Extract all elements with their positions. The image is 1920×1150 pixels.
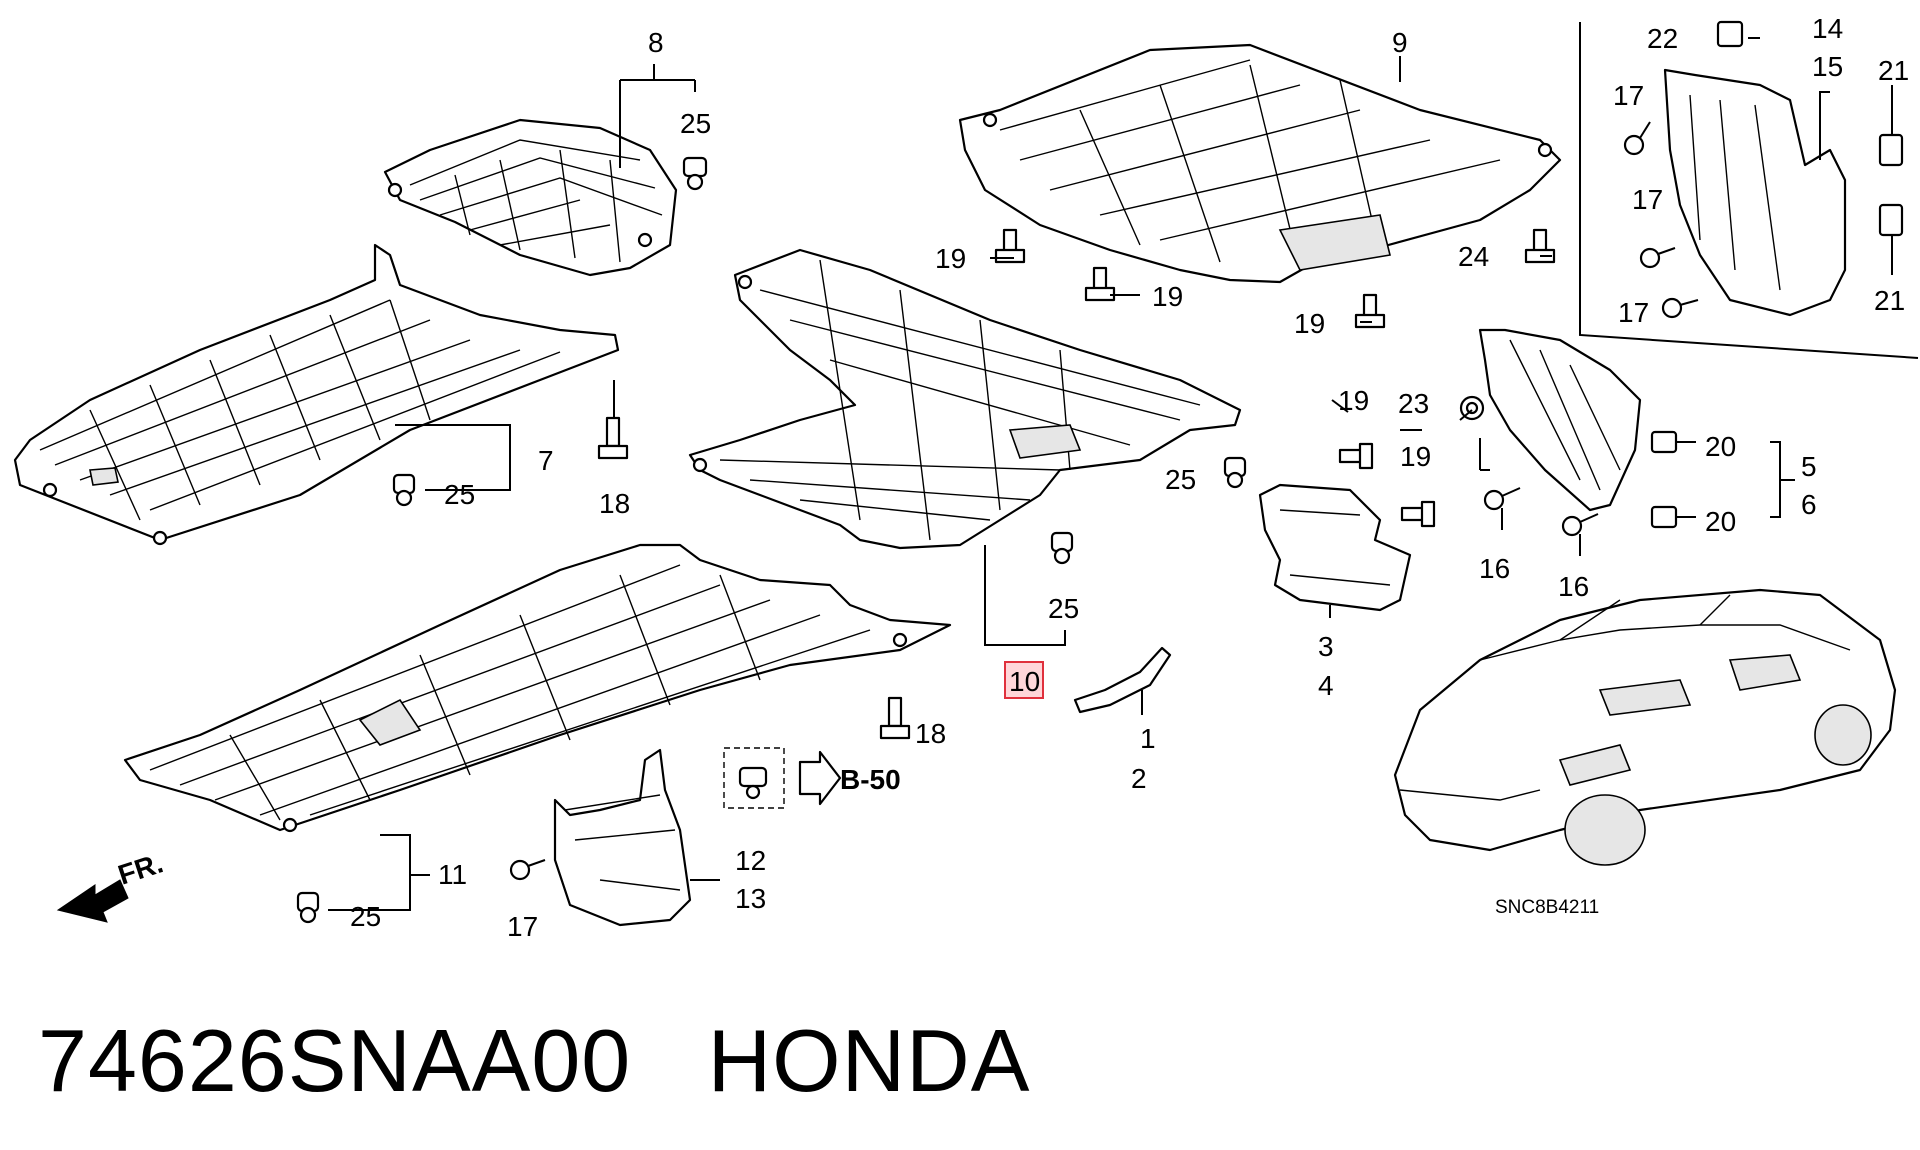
callout-19c: 19 [1294, 308, 1325, 339]
screw-17-c [1661, 297, 1699, 319]
clip-22 [1716, 20, 1744, 48]
screw-16-b [1561, 513, 1599, 537]
callout-19e: 19 [1400, 441, 1431, 472]
callout-21a: 21 [1878, 55, 1909, 86]
brand-name: HONDA [707, 1011, 1031, 1110]
callout-19b: 19 [1152, 281, 1183, 312]
callout-14: 14 [1812, 13, 1843, 44]
callout-13: 13 [735, 883, 766, 914]
b50-clip [723, 747, 785, 809]
clip-25-bottom [296, 891, 320, 924]
screw-17-d [509, 859, 546, 881]
callout-18a: 18 [599, 488, 630, 519]
screw-17-b [1639, 247, 1676, 269]
callout-17c: 17 [1618, 297, 1649, 328]
callout-25a: 25 [680, 108, 711, 139]
callout-25d: 25 [1048, 593, 1079, 624]
callout-22: 22 [1647, 23, 1678, 54]
callout-5: 5 [1801, 451, 1817, 482]
clip-25-center [1050, 531, 1074, 565]
callout-3: 3 [1318, 631, 1334, 662]
clip-25-top [682, 156, 708, 191]
callout-8: 8 [648, 27, 664, 58]
parts-diagram: 1 2 3 4 5 6 7 8 9 10 11 12 13 14 15 16 1… [13, 13, 1919, 942]
part-caption: 74626SNAA00 HONDA [38, 1010, 1030, 1112]
clip-20-b [1650, 505, 1678, 529]
part-8-cover [383, 118, 678, 277]
callout-7: 7 [538, 445, 554, 476]
callout-12: 12 [735, 845, 766, 876]
callout-10: 10 [1009, 666, 1040, 697]
callout-16b: 16 [1558, 571, 1589, 602]
callout-10-highlight [1004, 661, 1044, 699]
callout-18b: 18 [915, 718, 946, 749]
bolt-19-e [1400, 500, 1436, 528]
callout-25e: 25 [350, 901, 381, 932]
part-number: 74626SNAA00 [38, 1011, 632, 1110]
callout-11: 11 [438, 859, 467, 890]
clip-25-right [1223, 456, 1247, 489]
callout-23: 23 [1398, 388, 1429, 419]
clip-25-left [392, 473, 416, 507]
callout-25c: 25 [1165, 464, 1196, 495]
leader-lines [328, 37, 1893, 911]
callout-9: 9 [1392, 27, 1408, 58]
callout-21b: 21 [1874, 285, 1905, 316]
bolt-18-left [597, 416, 629, 460]
screw-17-a [1623, 121, 1651, 156]
callout-25b: 25 [444, 479, 475, 510]
callout-17d: 17 [507, 911, 538, 942]
b50-arrow [798, 750, 842, 806]
clip-21-a [1878, 133, 1904, 167]
clip-20-a [1650, 430, 1678, 454]
callout-17a: 17 [1613, 80, 1644, 111]
car-illustration [1393, 588, 1897, 866]
bolt-24 [1524, 228, 1556, 264]
callout-19a: 19 [935, 243, 966, 274]
part-12-mudguard [553, 748, 692, 927]
callout-17b: 17 [1632, 184, 1663, 215]
callout-24: 24 [1458, 241, 1489, 272]
callout-15: 15 [1812, 51, 1843, 82]
callout-6: 6 [1801, 489, 1817, 520]
diagram-code: SNC8B4211 [1495, 897, 1599, 918]
part-5-side-cover [1478, 328, 1642, 512]
callout-19d: 19 [1338, 385, 1369, 416]
callout-20a: 20 [1705, 431, 1736, 462]
direction-label: FR. [114, 847, 166, 890]
reference-b50: B-50 [840, 764, 901, 795]
part-10-center-cover [688, 248, 1242, 550]
callout-2: 2 [1131, 763, 1147, 794]
callout-1: 1 [1140, 723, 1156, 754]
clip-21-b [1878, 203, 1904, 237]
part-1-strip [1073, 646, 1172, 714]
bolt-19-b [1084, 266, 1116, 302]
screw-16-a [1483, 487, 1521, 511]
part-14-mudguard [1663, 68, 1847, 317]
callout-4: 4 [1318, 670, 1334, 701]
inset-frame [1579, 22, 1919, 359]
part-9-engine-cover [958, 43, 1562, 284]
bolt-19-d [1338, 442, 1374, 470]
part-11-floor-cover [123, 543, 952, 833]
nut-23 [1459, 395, 1485, 421]
front-direction-arrow [56, 879, 129, 923]
fastener-group [296, 20, 1904, 924]
part-3-bracket [1258, 483, 1412, 612]
part-7-floor-cover [13, 243, 620, 546]
callout-16a: 16 [1479, 553, 1510, 584]
bolt-18-lower [879, 696, 911, 740]
callout-20b: 20 [1705, 506, 1736, 537]
